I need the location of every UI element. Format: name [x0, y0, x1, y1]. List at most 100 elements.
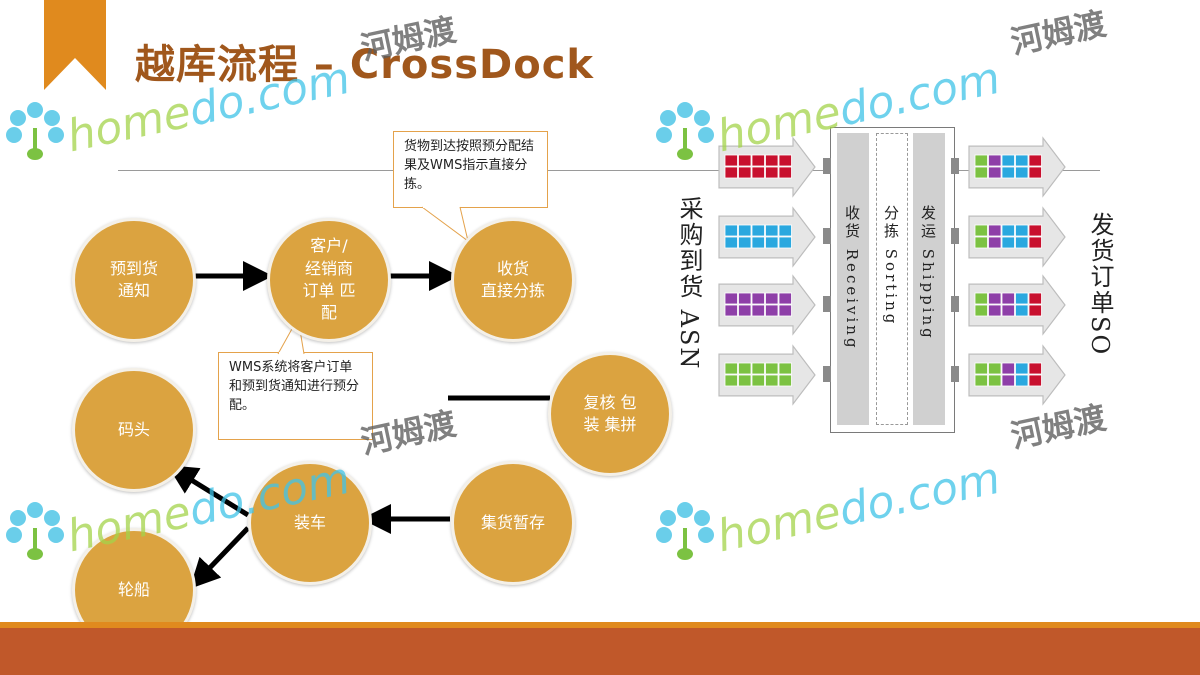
flow-connectors — [167, 261, 550, 589]
inbound-block — [738, 304, 752, 317]
outbound-block — [1001, 236, 1015, 249]
outbound-block — [988, 224, 1002, 237]
slide-title: 越库流程 – CrossDock — [135, 42, 595, 88]
inbound-block — [724, 374, 738, 387]
inbound-block — [778, 154, 792, 167]
inbound-block — [751, 362, 765, 375]
inbound-block — [738, 374, 752, 387]
dock-door — [823, 296, 831, 312]
dock-door — [951, 366, 959, 382]
inbound-block — [778, 362, 792, 375]
outbound-block — [1028, 304, 1042, 317]
outbound-block — [1015, 362, 1029, 375]
inbound-block — [778, 166, 792, 179]
stage-sorting-label: 分拣 Sorting — [882, 205, 900, 327]
inbound-block — [738, 362, 752, 375]
crossdock-arrows — [718, 136, 1066, 406]
dock-door — [823, 158, 831, 174]
inbound-block — [778, 304, 792, 317]
flower-logo-icon — [656, 502, 714, 560]
outbound-block — [1015, 304, 1029, 317]
outbound-block — [974, 362, 988, 375]
inbound-block — [724, 154, 738, 167]
outbound-block — [988, 292, 1002, 305]
outbound-block — [1001, 166, 1015, 179]
node-receive-sort: 收货 直接分拣 — [451, 218, 575, 342]
outbound-block — [988, 154, 1002, 167]
inbound-block — [738, 236, 752, 249]
outbound-block — [1015, 374, 1029, 387]
outbound-block — [1001, 362, 1015, 375]
dock-door — [951, 296, 959, 312]
node-dock: 码头 — [72, 368, 196, 492]
inbound-block — [724, 236, 738, 249]
outbound-block — [988, 236, 1002, 249]
inbound-block — [751, 236, 765, 249]
outbound-block — [988, 166, 1002, 179]
footer-bar — [0, 628, 1200, 675]
inbound-block — [738, 166, 752, 179]
inbound-block — [765, 154, 779, 167]
outbound-block — [1028, 374, 1042, 387]
outbound-block — [1001, 292, 1015, 305]
outbound-block — [1001, 154, 1015, 167]
outbound-block — [1015, 154, 1029, 167]
label-outbound-so: 发货订单SO — [1086, 212, 1114, 357]
stage-shipping-panel — [913, 133, 945, 425]
outbound-block — [1001, 374, 1015, 387]
inbound-block — [778, 224, 792, 237]
outbound-block — [974, 292, 988, 305]
inbound-block — [724, 362, 738, 375]
inbound-block — [751, 374, 765, 387]
inbound-block — [778, 292, 792, 305]
node-recheck-pack: 复核 包 装 集拼 — [548, 352, 672, 476]
outbound-block — [974, 154, 988, 167]
divider-line — [118, 170, 1100, 171]
outbound-block — [988, 304, 1002, 317]
outbound-block — [974, 166, 988, 179]
inbound-block — [765, 292, 779, 305]
outbound-block — [988, 362, 1002, 375]
stage-sorting-panel — [876, 133, 908, 425]
arrow-loading-to-ship — [189, 526, 250, 589]
corner-ribbon-icon — [44, 0, 106, 90]
inbound-block — [765, 224, 779, 237]
outbound-block — [1015, 224, 1029, 237]
inbound-block — [738, 154, 752, 167]
outbound-block — [1028, 362, 1042, 375]
outbound-block — [1028, 292, 1042, 305]
outbound-block — [988, 374, 1002, 387]
inbound-block — [724, 224, 738, 237]
outbound-block — [1028, 166, 1042, 179]
inbound-block — [751, 154, 765, 167]
inbound-block — [724, 292, 738, 305]
dock-door — [823, 366, 831, 382]
inbound-block — [724, 166, 738, 179]
inbound-block — [738, 224, 752, 237]
outbound-block — [1028, 224, 1042, 237]
inbound-block — [738, 292, 752, 305]
inbound-block — [751, 304, 765, 317]
dock-door — [951, 228, 959, 244]
stage-receiving-panel — [837, 133, 869, 425]
node-advance-notice: 预到货 通知 — [72, 218, 196, 342]
outbound-block — [1028, 154, 1042, 167]
note-arrival: 货物到达按照预分配结果及WMS指示直接分拣。 — [393, 131, 548, 208]
node-staging: 集货暂存 — [451, 461, 575, 585]
stage-shipping-label: 发运 Shipping — [919, 205, 937, 341]
outbound-block — [974, 304, 988, 317]
inbound-block — [765, 166, 779, 179]
outbound-block — [1001, 304, 1015, 317]
dock-door — [823, 228, 831, 244]
inbound-block — [751, 292, 765, 305]
outbound-block — [1015, 236, 1029, 249]
inbound-block — [751, 166, 765, 179]
inbound-block — [778, 236, 792, 249]
outbound-block — [974, 374, 988, 387]
watermark-text: homedo.com — [712, 452, 1005, 563]
outbound-block — [974, 236, 988, 249]
outbound-block — [1028, 236, 1042, 249]
inbound-block — [778, 374, 792, 387]
arrow-loading-to-dock — [167, 465, 250, 518]
node-order-match: 客户/ 经销商 订单 匹 配 — [267, 218, 391, 342]
